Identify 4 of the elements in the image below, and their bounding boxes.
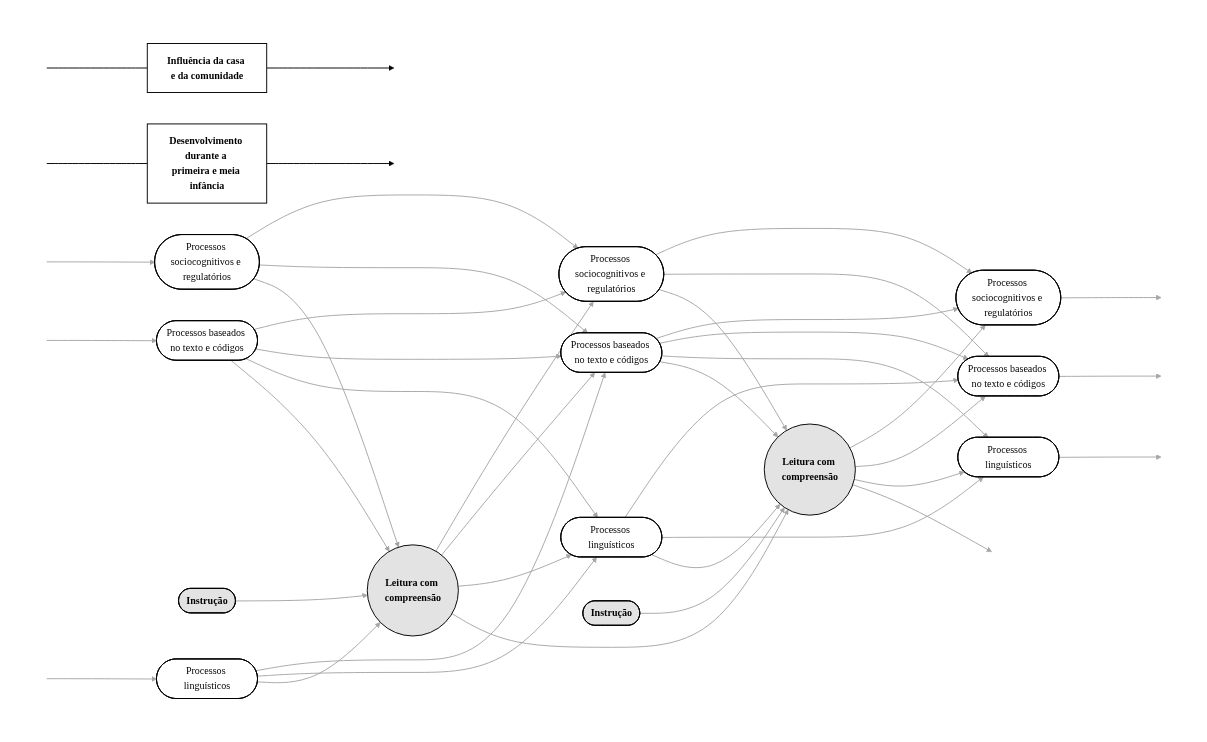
node-circle: Leitura com compreensão bbox=[366, 544, 459, 637]
node-box: Desenvolvimento durante a primeira e meia infância bbox=[146, 123, 267, 204]
node-circle: Leitura com compreensão bbox=[763, 423, 856, 516]
node-box: Influência da casa e da comunidade bbox=[146, 43, 267, 93]
